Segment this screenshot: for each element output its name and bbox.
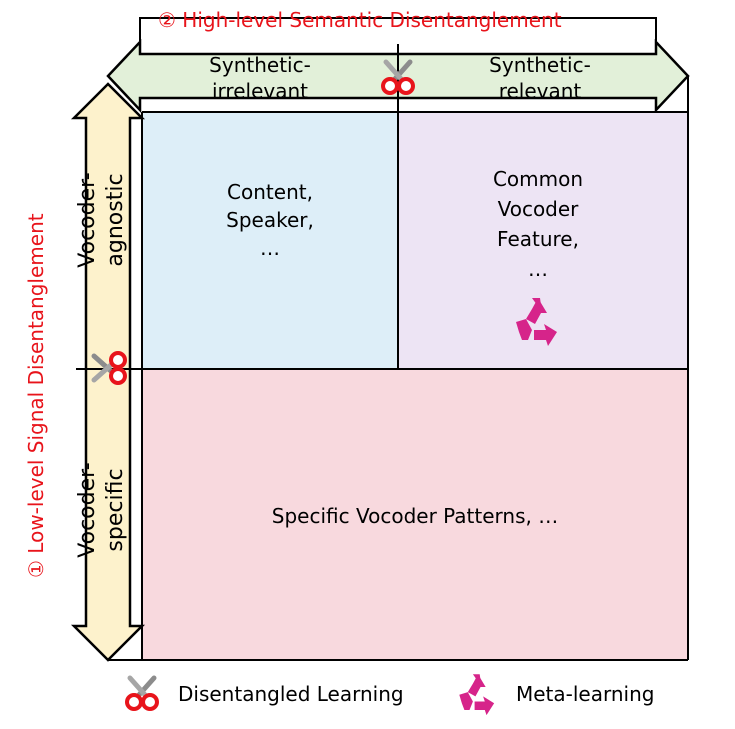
vocoder-specific-line1: Vocoder- [75, 462, 100, 558]
vocoder-agnostic-line2: agnostic [103, 173, 128, 267]
synthetic-irrelevant-line2: irrelevant [212, 79, 308, 103]
quadrant-bottom-bg [142, 369, 688, 660]
synthetic-relevant-line1: Synthetic- [489, 53, 591, 77]
legend-disentangled-label: Disentangled Learning [178, 682, 404, 706]
tr-line3: Feature, [497, 227, 579, 251]
synthetic-irrelevant-label: Synthetic- irrelevant [160, 52, 360, 104]
top-axis-title: ② High-level Semantic Disentanglement [158, 8, 562, 32]
quadrant-tl-text: Content, Speaker, … [142, 178, 398, 262]
vocoder-specific-label: Vocoder- specific [74, 430, 130, 590]
synthetic-relevant-line2: relevant [498, 79, 582, 103]
tl-line1: Content, [227, 180, 313, 204]
left-axis-title: ① Low-level Signal Disentanglement [24, 213, 48, 578]
legend-meta-label: Meta-learning [516, 682, 655, 706]
vocoder-specific-line2: specific [103, 468, 128, 552]
tl-line3: … [260, 236, 280, 260]
legend-scissors-icon [127, 678, 157, 709]
quadrant-tl-bg [142, 112, 398, 369]
synthetic-relevant-label: Synthetic- relevant [440, 52, 640, 104]
synthetic-irrelevant-line1: Synthetic- [209, 53, 311, 77]
tr-line1: Common [492, 167, 584, 191]
vocoder-agnostic-label: Vocoder- agnostic [74, 140, 130, 300]
tl-line2: Speaker, [226, 208, 314, 232]
vocoder-agnostic-line1: Vocoder- [75, 172, 100, 268]
quadrant-tr-bg [398, 112, 688, 369]
quadrant-bottom-text: Specific Vocoder Patterns, … [271, 504, 559, 528]
legend-recycle-icon [459, 674, 495, 716]
quadrant-tr-text: Common Vocoder Feature, … [398, 164, 678, 284]
tr-line2: Vocoder [497, 197, 579, 221]
top-brace [139, 17, 657, 41]
tr-line4: … [528, 257, 548, 281]
